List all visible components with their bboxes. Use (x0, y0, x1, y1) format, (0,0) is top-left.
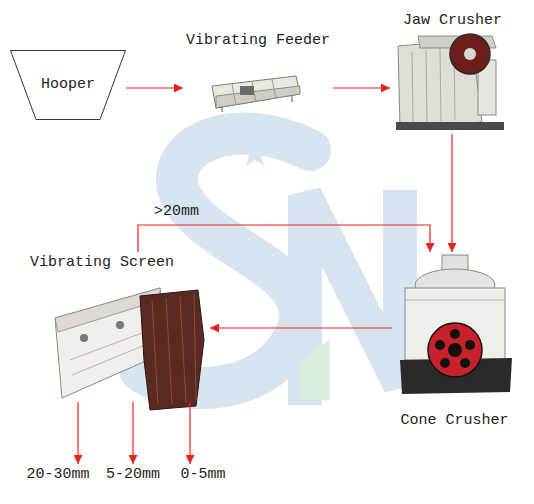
node-label: Cone Crusher (392, 412, 517, 430)
output-size: 5-20mm (102, 464, 164, 486)
cone-crusher-illustration (400, 255, 512, 394)
node-label: 20-30mm (22, 466, 94, 484)
jaw-crusher-node: Jaw Crusher (390, 10, 515, 134)
output-size: 0-5mm (174, 464, 232, 486)
node-label: Jaw Crusher (390, 12, 515, 30)
flow-arrow (189, 402, 190, 464)
flow-arrow (138, 225, 430, 252)
node-label: Vibrating Feeder (183, 32, 333, 50)
flow-arrow (77, 402, 78, 464)
flow-arrow (132, 402, 133, 464)
feeder-illustration (212, 76, 300, 112)
flow-arrow (126, 87, 183, 88)
jaw-crusher-illustration (396, 34, 504, 130)
screen-illustration (55, 288, 204, 410)
flow-arrow (451, 134, 452, 252)
cone-crusher-node: Cone Crusher (392, 252, 517, 432)
edge-label: >20mm (154, 203, 199, 221)
flow-arrow (210, 327, 392, 328)
node-label: Hooper (10, 76, 126, 94)
flow-arrow (333, 87, 390, 88)
node-label: Vibrating Screen (30, 254, 174, 272)
feeder-node: Vibrating Feeder (183, 30, 333, 112)
node-label: 0-5mm (174, 466, 232, 484)
screen-node: Vibrating Screen (25, 252, 210, 402)
hopper-trapezoid: Hooper (10, 50, 126, 120)
node-label: 5-20mm (102, 466, 164, 484)
output-size: 20-30mm (22, 464, 94, 486)
